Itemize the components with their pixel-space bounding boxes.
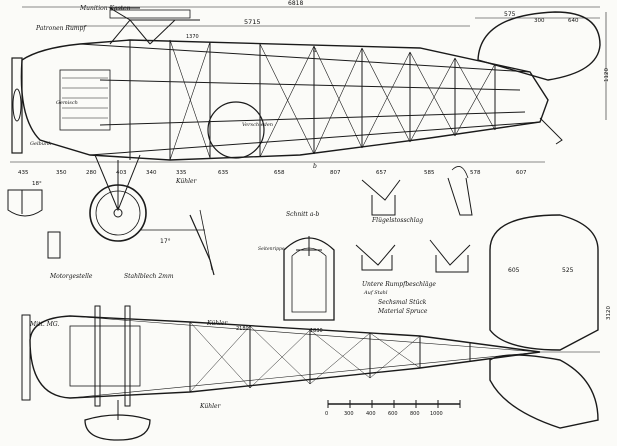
label-sechsmal-stuck: Sechsmal Stück — [378, 299, 427, 306]
station-dim: 435 — [18, 170, 29, 176]
label-munition-kasten: Munition Kasten — [79, 5, 131, 12]
detail-engine-mount — [7, 189, 215, 276]
detail-wing-fittings — [355, 166, 473, 273]
dim-3120: 3120 — [606, 306, 612, 320]
label-auf-stahl: Auf Stahl — [363, 290, 388, 296]
label-mit-mg: Mitt. MG. — [29, 321, 59, 328]
station-dim: 578 — [470, 170, 481, 176]
label-seitenrippe: Seitenrippe — [258, 246, 285, 252]
label-flugelstossschlag: Flügelstosschlag — [371, 217, 423, 224]
label-verschiedenes: Verschieden — [242, 122, 273, 128]
dim-fuselage-length: 5715 — [244, 18, 261, 26]
station-dim: 335 — [176, 170, 187, 176]
label-patronen-rumpf: Patronen Rumpf — [35, 25, 87, 32]
label-motorgestelle: Motorgestelle — [49, 273, 93, 280]
station-dim: 807 — [330, 170, 341, 176]
scale-tick: 0 — [325, 411, 328, 417]
dim-1120: 1120 — [604, 68, 610, 82]
label-kuhler-bottom: Kühler — [199, 403, 222, 410]
dim-overall-length: 6818 — [288, 0, 303, 7]
station-dim: 585 — [424, 170, 435, 176]
station-dim: 635 — [218, 170, 229, 176]
scale-tick: 800 — [410, 411, 420, 417]
scale-tick: 600 — [388, 411, 398, 417]
scale-tick: 1000 — [430, 411, 443, 417]
station-dim: 403 — [116, 170, 127, 176]
detail-window-frame — [283, 236, 335, 321]
scale-bar — [327, 400, 461, 408]
dim-1830: 1830 — [310, 328, 323, 334]
dim-2180: 2180 — [236, 326, 249, 332]
label-schnitt: Schnitt a-b — [286, 211, 319, 218]
side-view-fuselage — [11, 7, 601, 242]
label-stahlblech: Stahlblech 2mm — [124, 273, 174, 280]
label-untere-rumpfbeschlage: Untere Rumpfbeschläge — [362, 281, 436, 288]
dim-525: 525 — [562, 267, 574, 274]
label-material-spruce: Material Spruce — [377, 308, 428, 315]
label-kuhler-top: Kühler — [175, 178, 198, 185]
section-marker-a: a — [313, 47, 317, 54]
scale-tick: 400 — [366, 411, 376, 417]
section-marker-b: b — [313, 163, 317, 170]
station-dim: 350 — [56, 170, 67, 176]
label-gemisch: Gemisch — [56, 100, 78, 106]
dim-605: 605 — [508, 267, 520, 274]
label-kuhler-plan: Kühler — [206, 320, 229, 327]
scale-tick: 300 — [344, 411, 354, 417]
station-dim: 657 — [376, 170, 387, 176]
dim-640: 640 — [568, 18, 579, 24]
plan-view-fuselage — [21, 214, 600, 441]
station-dim: 280 — [86, 170, 97, 176]
label-gelbunk: Gelbunk — [30, 141, 51, 147]
station-dim: 607 — [516, 170, 527, 176]
dim-angle-17: 17° — [160, 238, 171, 245]
dim-1370: 1370 — [186, 34, 199, 40]
dim-300: 300 — [534, 18, 545, 24]
station-dim: 658 — [274, 170, 285, 176]
dim-575: 575 — [504, 11, 516, 18]
dim-angle-18: 18° — [32, 181, 42, 187]
station-dim: 340 — [146, 170, 157, 176]
